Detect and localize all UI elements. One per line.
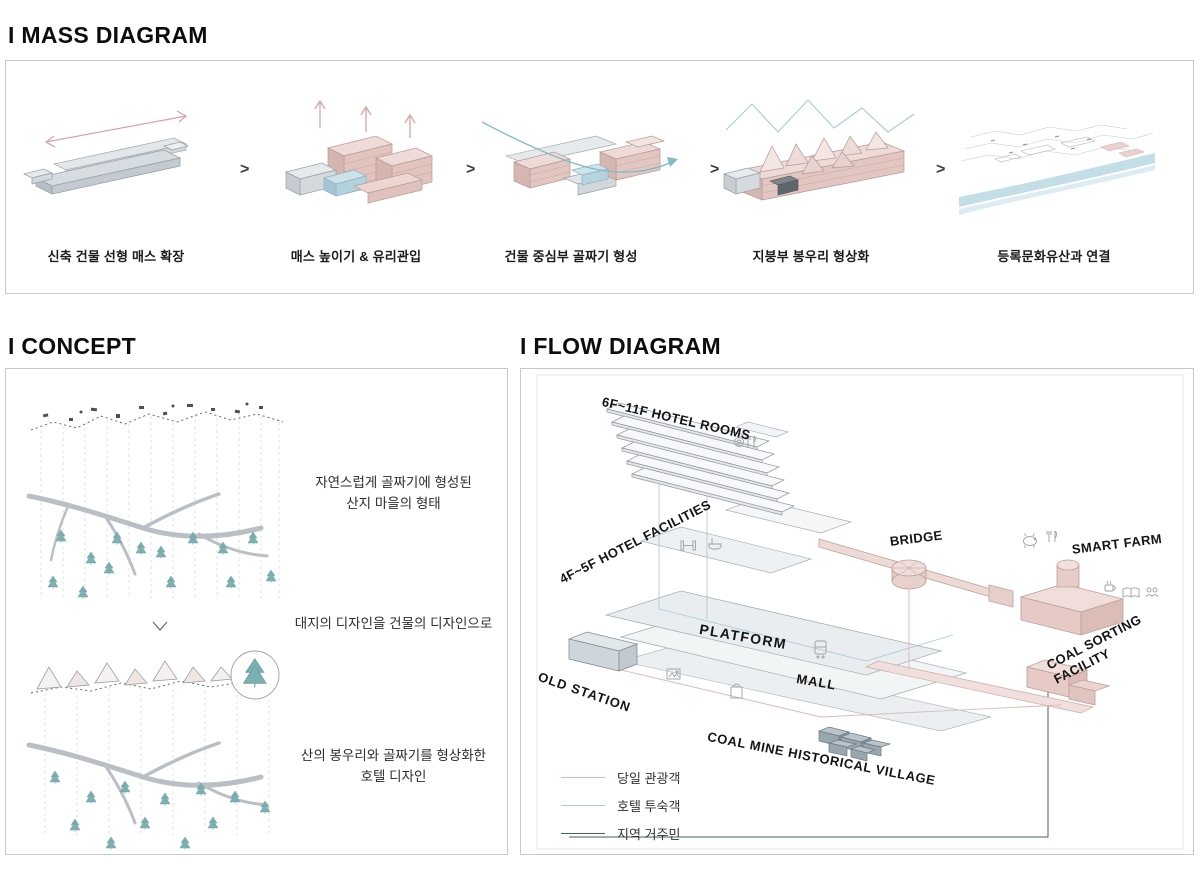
visitor-flow-lines bbox=[582, 581, 1062, 718]
restaurant-icon bbox=[734, 435, 756, 448]
flow-diagram-title: I FLOW DIAGRAM bbox=[520, 333, 721, 359]
valley-river bbox=[26, 492, 269, 576]
ridge-boundary-dotted bbox=[30, 411, 284, 431]
mass-step-4-caption: 지붕부 봉우리 형상화 bbox=[752, 249, 870, 264]
ridge-line-icon bbox=[725, 99, 915, 133]
inner-border bbox=[536, 374, 1184, 850]
dining-icon bbox=[1046, 530, 1057, 542]
legend-row-day-visitor: 당일 관광객 bbox=[561, 769, 681, 786]
mall-band bbox=[620, 646, 992, 732]
chevron-down-icon bbox=[152, 621, 168, 631]
mass-diagram-panel: 신축 건물 선형 매스 확장 매스 높이기 & 유리관입 건물 중심부 골짜기 … bbox=[5, 60, 1194, 294]
bridge-structure bbox=[818, 538, 1014, 608]
mass-step-3-caption: 건물 중심부 골짜기 형성 bbox=[504, 249, 638, 264]
mass-step-1-illustration bbox=[22, 110, 190, 195]
coal-walkway bbox=[864, 660, 1095, 714]
step-arrow-icon: > bbox=[240, 161, 250, 178]
extension-arrow-icon bbox=[44, 110, 188, 148]
peak-shapes bbox=[759, 131, 889, 175]
village-buildings bbox=[42, 402, 263, 421]
step-arrow-icon: > bbox=[710, 161, 720, 178]
library-icon bbox=[1122, 587, 1140, 598]
legend-label-hotel-guest: 호텔 투숙객 bbox=[617, 798, 681, 814]
platform-upper bbox=[604, 590, 943, 676]
concept-annotation-2: 대지의 디자인을 건물의 디자인으로 bbox=[294, 616, 493, 631]
mass-step-3-illustration bbox=[481, 121, 678, 196]
resident-flow-line bbox=[569, 691, 1049, 838]
mass-step-1-caption: 신축 건물 선형 매스 확장 bbox=[47, 249, 185, 264]
valley-flow-arrow-icon bbox=[481, 121, 677, 173]
step-arrow-icon: > bbox=[936, 161, 946, 178]
bath-icon bbox=[708, 538, 722, 550]
community-icon bbox=[1145, 587, 1159, 598]
mass-step-5-illustration bbox=[959, 124, 1155, 215]
farm-animal-icon bbox=[1023, 533, 1037, 548]
cafe-icon bbox=[1104, 580, 1116, 592]
train-icon bbox=[814, 640, 827, 659]
ridge-boundary-dotted bbox=[30, 680, 236, 694]
coal-village-buildings bbox=[817, 726, 892, 762]
valley-river bbox=[26, 741, 269, 825]
mass-step-2-caption: 매스 높이기 & 유리관입 bbox=[290, 249, 422, 264]
legend-line-green bbox=[561, 832, 605, 834]
exhibition-icon bbox=[666, 668, 681, 680]
smart-farm-building bbox=[1019, 559, 1125, 636]
flow-diagram-illustration bbox=[536, 374, 1184, 850]
legend-label-day-visitor: 당일 관광객 bbox=[617, 770, 681, 786]
glass-insert bbox=[323, 169, 367, 197]
legend-row-hotel-guest: 호텔 투숙객 bbox=[561, 797, 681, 814]
mass-step-5-caption: 등록문화유산과 연결 bbox=[997, 249, 1111, 264]
gym-icon bbox=[680, 540, 696, 551]
concept-annotation-1: 자연스럽게 골짜기에 형성된 산지 마을의 형태 bbox=[315, 475, 472, 511]
old-station-building bbox=[567, 631, 639, 672]
concept-title: I CONCEPT bbox=[8, 333, 136, 359]
mass-step-2-illustration bbox=[284, 99, 434, 204]
legend-line-blue bbox=[561, 804, 605, 806]
concept-sketch-village bbox=[26, 402, 284, 600]
concept-panel: 자연스럽게 골짜기에 형성된 산지 마을의 형태 대지의 디자인을 건물의 디자… bbox=[5, 368, 508, 855]
pine-tree-icons bbox=[47, 529, 277, 600]
mass-step-4-illustration bbox=[722, 99, 915, 201]
coal-sorting-building bbox=[1025, 659, 1111, 706]
legend-row-resident: 지역 거주민 bbox=[561, 825, 681, 842]
shopping-bag-icon bbox=[730, 683, 743, 699]
hotel-rooms-stack bbox=[606, 402, 795, 516]
concept-annotation-3: 산의 봉우리와 골짜기를 형상화한 호텔 디자인 bbox=[300, 748, 487, 784]
concept-sketch-hotel bbox=[26, 650, 280, 851]
legend-line-pink bbox=[561, 776, 605, 778]
facility-slab-1 bbox=[639, 526, 813, 574]
hotel-peak-shapes bbox=[36, 660, 233, 690]
valley-flow-arrowhead-icon bbox=[667, 157, 678, 167]
legend-label-resident: 지역 거주민 bbox=[617, 826, 681, 842]
flow-diagram-panel: 6F~11F HOTEL ROOMS 4F~5F HOTEL FACILITIE… bbox=[520, 368, 1194, 855]
step-arrow-icon: > bbox=[466, 161, 476, 178]
raise-arrows-icon bbox=[314, 99, 416, 138]
glass-insert bbox=[570, 163, 610, 186]
mass-diagram-title: I MASS DIAGRAM bbox=[8, 22, 208, 48]
river-band bbox=[959, 153, 1155, 207]
